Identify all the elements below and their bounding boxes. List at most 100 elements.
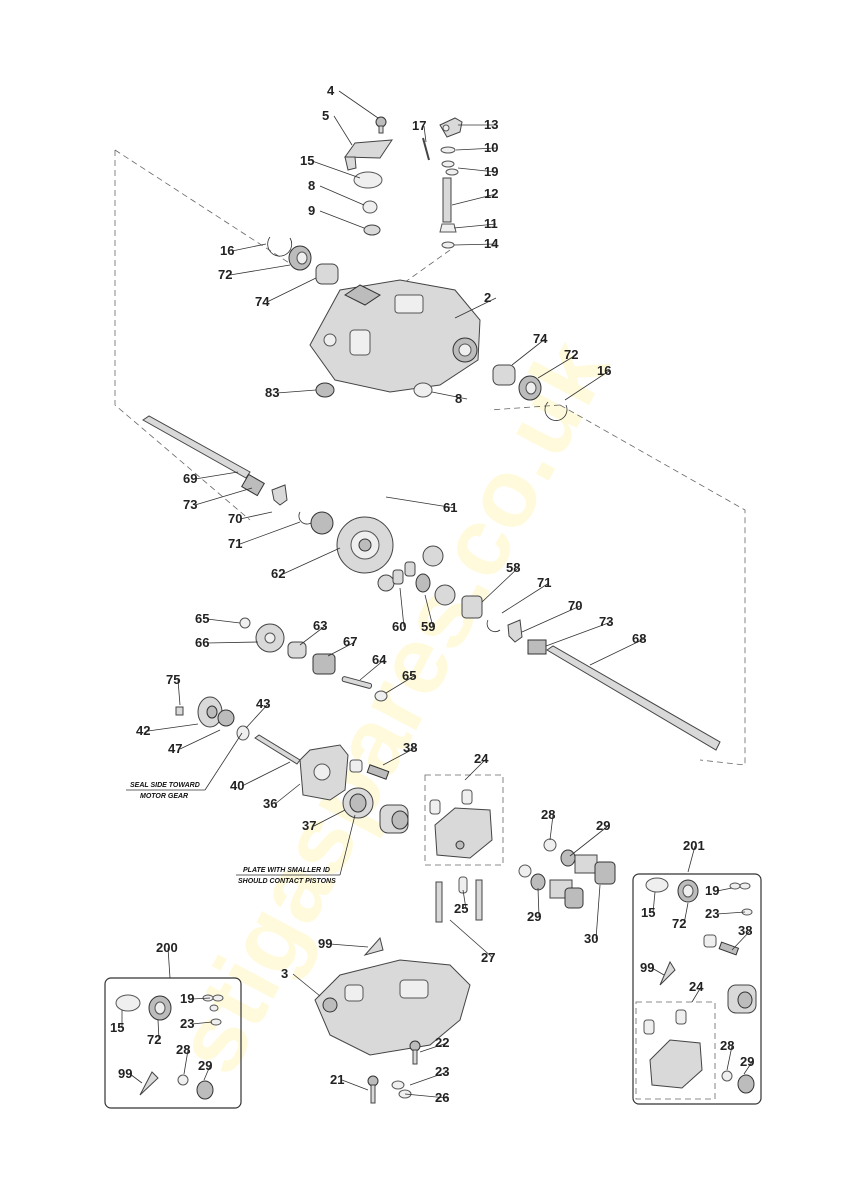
needle-bearing-58-part (461, 595, 483, 619)
part-callout-29: 29 (596, 818, 610, 833)
leader-line (537, 354, 577, 379)
axle-shaft-right-part (546, 645, 721, 751)
leader-line (231, 243, 267, 252)
clip-70-right-part (507, 619, 523, 643)
part-callout-19: 19 (180, 991, 194, 1006)
part-callout-83: 83 (265, 385, 279, 400)
axle-shaft-left-part (142, 415, 265, 497)
block-assembly-part (379, 804, 409, 834)
leader-line (299, 625, 326, 646)
plate-note-line1: PLATE WITH SMALLER ID (243, 867, 330, 874)
leader-line (382, 747, 416, 766)
part-callout-10: 10 (484, 140, 498, 155)
leader-line (652, 891, 656, 914)
leader-line (292, 973, 321, 997)
leader-line (338, 90, 379, 119)
part-callout-66: 66 (195, 635, 209, 650)
part-callout-43: 43 (256, 696, 270, 711)
leader-line (157, 1019, 160, 1041)
leader-line (726, 1045, 733, 1071)
part-callout-99: 99 (318, 936, 332, 951)
part-callout-200: 200 (156, 940, 178, 955)
leader-line (191, 997, 211, 1000)
gear-66-part (255, 623, 285, 653)
retaining-ring-16-right-part (544, 401, 568, 421)
leader-line (266, 277, 317, 303)
part-callout-29: 29 (198, 1058, 212, 1073)
seal-side-note-line1: SEAL SIDE TOWARD (130, 782, 200, 789)
part-callout-3: 3 (281, 966, 288, 981)
leader-line (453, 243, 497, 246)
leader-line (423, 125, 427, 143)
part-callout-28: 28 (541, 807, 555, 822)
part-callout-23: 23 (435, 1064, 449, 1079)
bevel-gear-left-part (310, 511, 334, 535)
washer-59-part (415, 573, 431, 593)
ring-gear-part (336, 516, 394, 574)
seal-side-note: SEAL SIDE TOWARD MOTOR GEAR (126, 732, 243, 800)
part-callout-38: 38 (738, 923, 752, 938)
screw-part (375, 116, 387, 134)
leader-line (203, 1065, 211, 1081)
leader-line (179, 729, 221, 750)
part-callout-29: 29 (740, 1054, 754, 1069)
leader-line (311, 160, 361, 179)
part-callout-73: 73 (183, 497, 197, 512)
part-callout-201: 201 (683, 838, 705, 853)
part-callout-4: 4 (327, 83, 335, 98)
leader-line (399, 587, 405, 628)
part-callout-61: 61 (443, 500, 457, 515)
leader-line (327, 641, 356, 657)
bushing-part (315, 263, 339, 285)
bushing-74-right-part (492, 364, 516, 386)
washers-part (440, 146, 459, 176)
leader-line (241, 761, 291, 787)
kit-24-box (424, 774, 504, 866)
part-callout-47: 47 (168, 741, 182, 756)
part-callout-15: 15 (641, 905, 655, 920)
motor-gear-42-part (197, 696, 223, 728)
lower-housing-3-part (314, 959, 471, 1056)
leader-line (282, 547, 341, 575)
part-callout-28: 28 (720, 1038, 734, 1053)
thrust-bearing-37-part (342, 787, 374, 819)
o-ring-15-part (353, 171, 383, 189)
part-callout-13: 13 (484, 117, 498, 132)
leader-line (481, 567, 519, 603)
leader-line (449, 919, 494, 959)
leader-line (129, 1073, 143, 1084)
seal-side-note-line2: MOTOR GEAR (140, 793, 188, 800)
leader-line (329, 943, 369, 948)
part-callout-16: 16 (597, 363, 611, 378)
leader-line (167, 947, 171, 979)
leader-line (743, 1061, 753, 1075)
part-callout-99: 99 (118, 1066, 132, 1081)
seal-72-right-part (518, 375, 542, 401)
leader-line (589, 638, 645, 666)
part-callout-37: 37 (302, 818, 316, 833)
part-callout-59: 59 (421, 619, 435, 634)
plate-note: PLATE WITH SMALLER ID SHOULD CONTACT PIS… (236, 814, 356, 885)
gear-47-part (217, 709, 235, 727)
leader-line (545, 621, 612, 647)
leader-line (683, 902, 689, 925)
bracket-part (344, 139, 393, 171)
part-callout-24: 24 (689, 979, 704, 994)
part-callout-15: 15 (110, 1020, 124, 1035)
center-section-36-part (299, 744, 349, 801)
leader-line (431, 391, 468, 400)
part-callout-12: 12 (484, 186, 498, 201)
leader-line (691, 986, 702, 1003)
part-callout-16: 16 (220, 243, 234, 258)
leader-line (453, 223, 497, 229)
retaining-ring-part (267, 236, 293, 257)
leader-line (313, 809, 346, 827)
leader-line (457, 167, 497, 173)
part-callout-65: 65 (402, 668, 416, 683)
ring-71-right-part (486, 619, 501, 633)
part-callout-15: 15 (300, 153, 314, 168)
leader-line (731, 930, 751, 951)
part-callout-70: 70 (228, 511, 242, 526)
leader-line (177, 679, 181, 706)
leader-line (716, 887, 733, 892)
